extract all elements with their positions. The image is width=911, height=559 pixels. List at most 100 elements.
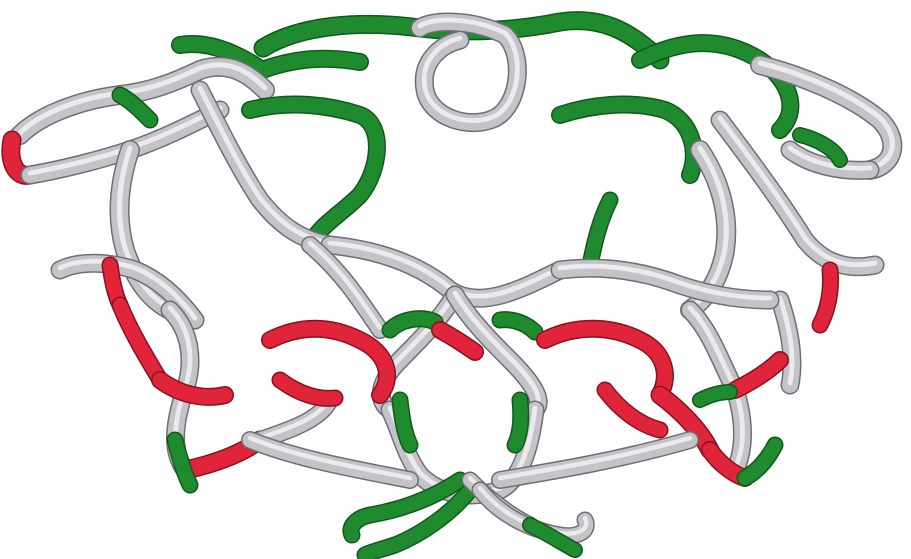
- strand-highlight: [247, 100, 380, 246]
- coil-strand-segment: [50, 253, 205, 330]
- strand-body: [693, 385, 737, 407]
- strand-body: [583, 193, 617, 272]
- coil-strand-segment: [190, 80, 340, 255]
- green-strand-segment: [241, 95, 386, 254]
- strand-highlight: [698, 388, 732, 400]
- strand-body: [168, 433, 197, 492]
- red-strand-segment: [111, 296, 169, 389]
- strand-highlight: [177, 39, 363, 71]
- strand-body: [393, 393, 417, 452]
- strand-body: [793, 128, 847, 167]
- coil-strand-segment: [770, 290, 802, 395]
- strand-highlight: [362, 485, 473, 556]
- strand-highlight: [437, 325, 478, 353]
- green-strand-segment: [342, 471, 469, 544]
- strand-body: [813, 263, 838, 332]
- strand-highlight: [348, 475, 463, 536]
- coil-strand-segment: [445, 285, 548, 420]
- strand-body: [273, 373, 342, 406]
- strand-highlight: [602, 385, 663, 431]
- ribbon-strands: [1, 11, 903, 559]
- red-strand-segment: [811, 261, 839, 334]
- green-strand-segment: [491, 311, 544, 341]
- coil-strand-segment: [109, 140, 180, 320]
- strand-highlight: [717, 115, 878, 268]
- green-strand-segment: [551, 95, 703, 184]
- coil-strand-segment: [301, 236, 389, 339]
- strand-highlight: [307, 240, 383, 331]
- strand-body: [322, 237, 568, 307]
- strand-highlight: [387, 314, 438, 331]
- coil-strand-segment: [410, 12, 527, 133]
- strand-highlight: [512, 395, 523, 446]
- strand-highlight: [452, 290, 541, 411]
- green-strand-segment: [692, 384, 738, 408]
- coil-strand-segment: [780, 140, 880, 180]
- strand-highlight: [417, 17, 520, 123]
- coil-strand-segment: [550, 258, 780, 310]
- strand-body: [358, 483, 477, 559]
- strand-highlight: [742, 440, 778, 479]
- strand-body: [262, 321, 395, 403]
- green-strand-segment: [381, 310, 444, 339]
- strand-highlight: [157, 375, 228, 398]
- strand-highlight: [117, 300, 163, 381]
- strand-body: [113, 88, 157, 127]
- green-strand-segment: [736, 436, 784, 487]
- strand-highlight: [787, 145, 873, 171]
- strand-body: [172, 36, 368, 78]
- green-strand-segment: [792, 127, 848, 168]
- coil-strand-segment: [320, 235, 570, 308]
- strand-body: [493, 312, 542, 339]
- strand-highlight: [542, 324, 668, 396]
- strand-body: [727, 352, 788, 398]
- strand-highlight: [277, 375, 338, 399]
- strand-body: [738, 438, 782, 485]
- strand-body: [523, 518, 582, 557]
- red-strand-segment: [596, 381, 669, 439]
- strand-body: [432, 322, 483, 360]
- strand-body: [152, 372, 233, 405]
- coil-strand-segment: [10, 56, 275, 145]
- strand-body: [242, 97, 385, 253]
- strand-body: [537, 321, 673, 403]
- strand-highlight: [528, 521, 577, 550]
- strand-highlight: [197, 85, 333, 246]
- strand-highlight: [117, 145, 173, 311]
- red-strand-segment: [726, 351, 789, 399]
- green-strand-segment: [356, 481, 479, 559]
- strand-highlight: [397, 395, 413, 446]
- strand-highlight: [557, 263, 773, 301]
- green-strand-segment: [581, 191, 619, 274]
- red-strand-segment: [536, 319, 674, 404]
- strand-highlight: [497, 315, 538, 333]
- strand-body: [383, 311, 442, 337]
- coil-strand-segment: [241, 431, 419, 489]
- coil-strand-segment: [750, 55, 903, 180]
- red-strand-segment: [271, 371, 344, 407]
- strand-highlight: [117, 90, 153, 121]
- strand-highlight: [777, 295, 795, 386]
- strand-shadow: [10, 56, 275, 145]
- strand-highlight: [817, 265, 833, 326]
- strand-body: [344, 473, 467, 542]
- strand-highlight: [757, 60, 895, 171]
- green-strand-segment: [111, 86, 159, 129]
- strand-highlight: [798, 131, 842, 160]
- green-strand-segment: [391, 391, 419, 454]
- strand-highlight: [732, 355, 783, 391]
- strand-body: [598, 383, 667, 437]
- red-strand-segment: [151, 371, 234, 406]
- strand-highlight: [17, 62, 268, 136]
- strand-highlight: [267, 324, 390, 396]
- strand-highlight: [172, 435, 193, 486]
- strand-body: [508, 393, 528, 452]
- green-strand-segment: [522, 517, 583, 558]
- green-strand-segment: [506, 391, 530, 454]
- strand-highlight: [247, 435, 413, 481]
- green-strand-segment: [171, 35, 369, 79]
- strand-highlight: [57, 258, 198, 321]
- coil-strand-segment: [710, 110, 885, 277]
